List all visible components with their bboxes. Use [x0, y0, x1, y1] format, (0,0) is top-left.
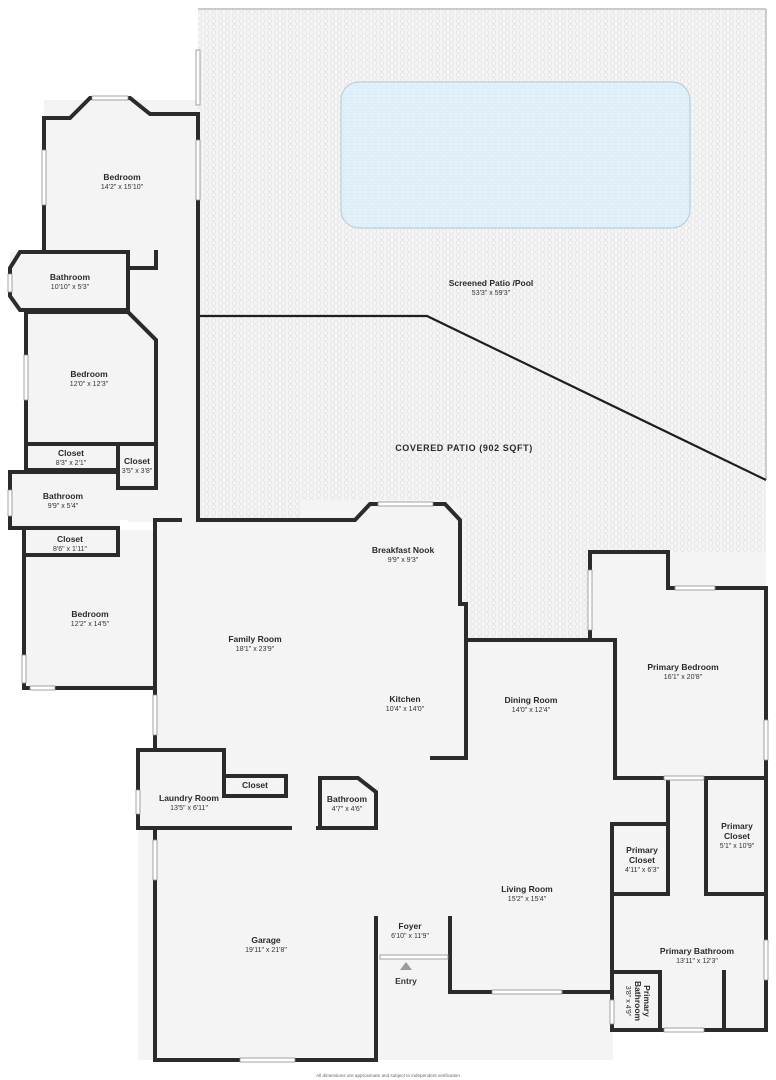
room-dim-kitchen: 10'4" x 14'0": [386, 706, 425, 713]
room-label-primary-closet-right-2: Closet: [724, 831, 750, 841]
room-label-garage: Garage: [251, 935, 281, 945]
room-dim-foyer: 6'10" x 11'9": [391, 933, 429, 940]
room-dim-bathroom-upper: 10'10" x 5'3": [51, 284, 90, 291]
pool: [340, 81, 691, 229]
entry-label: Entry: [395, 976, 417, 986]
room-label-primary-closet-left-1: Primary: [626, 845, 658, 855]
windows: [7, 49, 769, 1063]
room-label-primary-bedroom: Primary Bedroom: [647, 662, 719, 672]
room-dim-dining-room: 14'0" x 12'4": [512, 707, 551, 714]
room-label-primary-closet-left-2: Closet: [629, 855, 655, 865]
patio-label-covered: COVERED PATIO (902 SQFT): [395, 443, 533, 453]
room-dim-primary-closet-right: 5'1" x 10'9": [720, 843, 755, 850]
room-label-closet-a: Closet: [58, 448, 84, 458]
covered-patio-boundary: [198, 314, 767, 481]
patio-dim-screened: 53'3" x 59'3": [472, 290, 511, 297]
entry-marker: Entry: [395, 962, 417, 986]
room-dim-bedroom-top: 14'2" x 15'10": [101, 184, 144, 191]
room-dim-primary-bedroom: 16'1" x 20'8": [664, 674, 703, 681]
room-dim-bedroom-middle: 12'0" x 12'3": [70, 381, 109, 388]
room-label-breakfast-nook: Breakfast Nook: [372, 545, 435, 555]
room-dim-closet-b: 3'5" x 3'8": [122, 468, 153, 475]
room-dim-primary-bathroom-small: 3'8" x 4'9": [624, 986, 631, 1017]
room-label-closet-b: Closet: [124, 456, 150, 466]
room-label-bathroom-middle: Bathroom: [43, 491, 84, 501]
room-dim-primary-closet-left: 4'11" x 6'3": [625, 867, 659, 874]
room-label-foyer: Foyer: [398, 921, 422, 931]
patio-label-screened: Screened Patio /Pool: [449, 278, 534, 288]
entry-arrow-icon: [400, 962, 412, 970]
room-label-laundry-room: Laundry Room: [159, 793, 219, 803]
room-labels: Bedroom 14'2" x 15'10" Bathroom 10'10" x…: [43, 172, 755, 1022]
room-label-dining-room: Dining Room: [505, 695, 558, 705]
room-dim-closet-a: 8'3" x 2'1": [56, 460, 87, 467]
room-label-bathroom-upper: Bathroom: [50, 272, 91, 282]
room-label-primary-bathroom-small-2: Bathroom: [633, 981, 643, 1022]
room-dim-closet-c: 8'6" x 1'11": [53, 546, 87, 553]
disclaimer-footnote: All dimensions are approximate and subje…: [316, 1073, 460, 1078]
room-dim-bathroom-middle: 9'9" x 5'4": [48, 503, 79, 510]
room-dim-laundry-room: 13'5" x 6'11": [170, 805, 208, 812]
room-label-half-bath: Bathroom: [327, 794, 368, 804]
room-dim-half-bath: 4'7" x 4'6": [332, 806, 363, 813]
room-dim-breakfast-nook: 9'9" x 9'3": [388, 557, 419, 564]
room-label-bedroom-lower: Bedroom: [71, 609, 109, 619]
room-label-primary-bathroom-small: Primary Bathroom 3'8" x 4'9": [624, 981, 652, 1022]
room-label-bedroom-middle: Bedroom: [70, 369, 108, 379]
room-dim-family-room: 18'1" x 23'9": [236, 646, 275, 653]
room-label-kitchen: Kitchen: [389, 694, 420, 704]
room-label-bedroom-top: Bedroom: [103, 172, 141, 182]
room-dim-garage: 19'11" x 21'8": [245, 947, 287, 954]
room-label-living-room: Living Room: [501, 884, 553, 894]
room-label-primary-bathroom-small-1: Primary: [642, 985, 652, 1017]
room-label-family-room: Family Room: [228, 634, 282, 644]
room-label-closet-c: Closet: [57, 534, 83, 544]
room-dim-primary-bathroom: 13'11" x 12'3": [676, 958, 718, 965]
room-label-laundry-closet: Closet: [242, 780, 268, 790]
room-dim-living-room: 15'2" x 15'4": [508, 896, 547, 903]
room-label-primary-closet-right-1: Primary: [721, 821, 753, 831]
room-label-primary-bathroom: Primary Bathroom: [660, 946, 735, 956]
room-dim-bedroom-lower: 12'2" x 14'5": [71, 621, 110, 628]
